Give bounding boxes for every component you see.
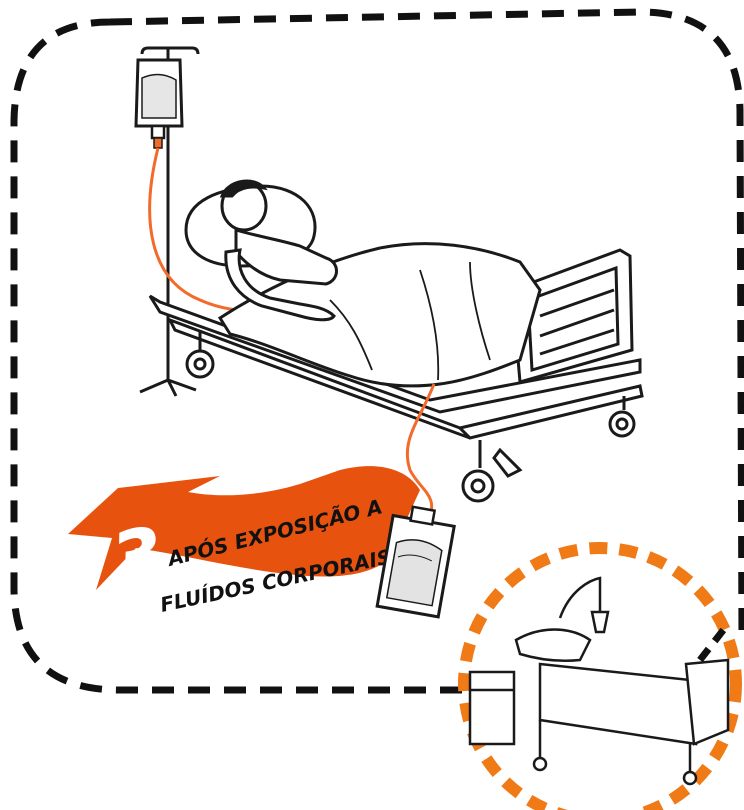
patient-zone-icon bbox=[464, 548, 736, 810]
iv-bag-icon bbox=[136, 60, 182, 148]
